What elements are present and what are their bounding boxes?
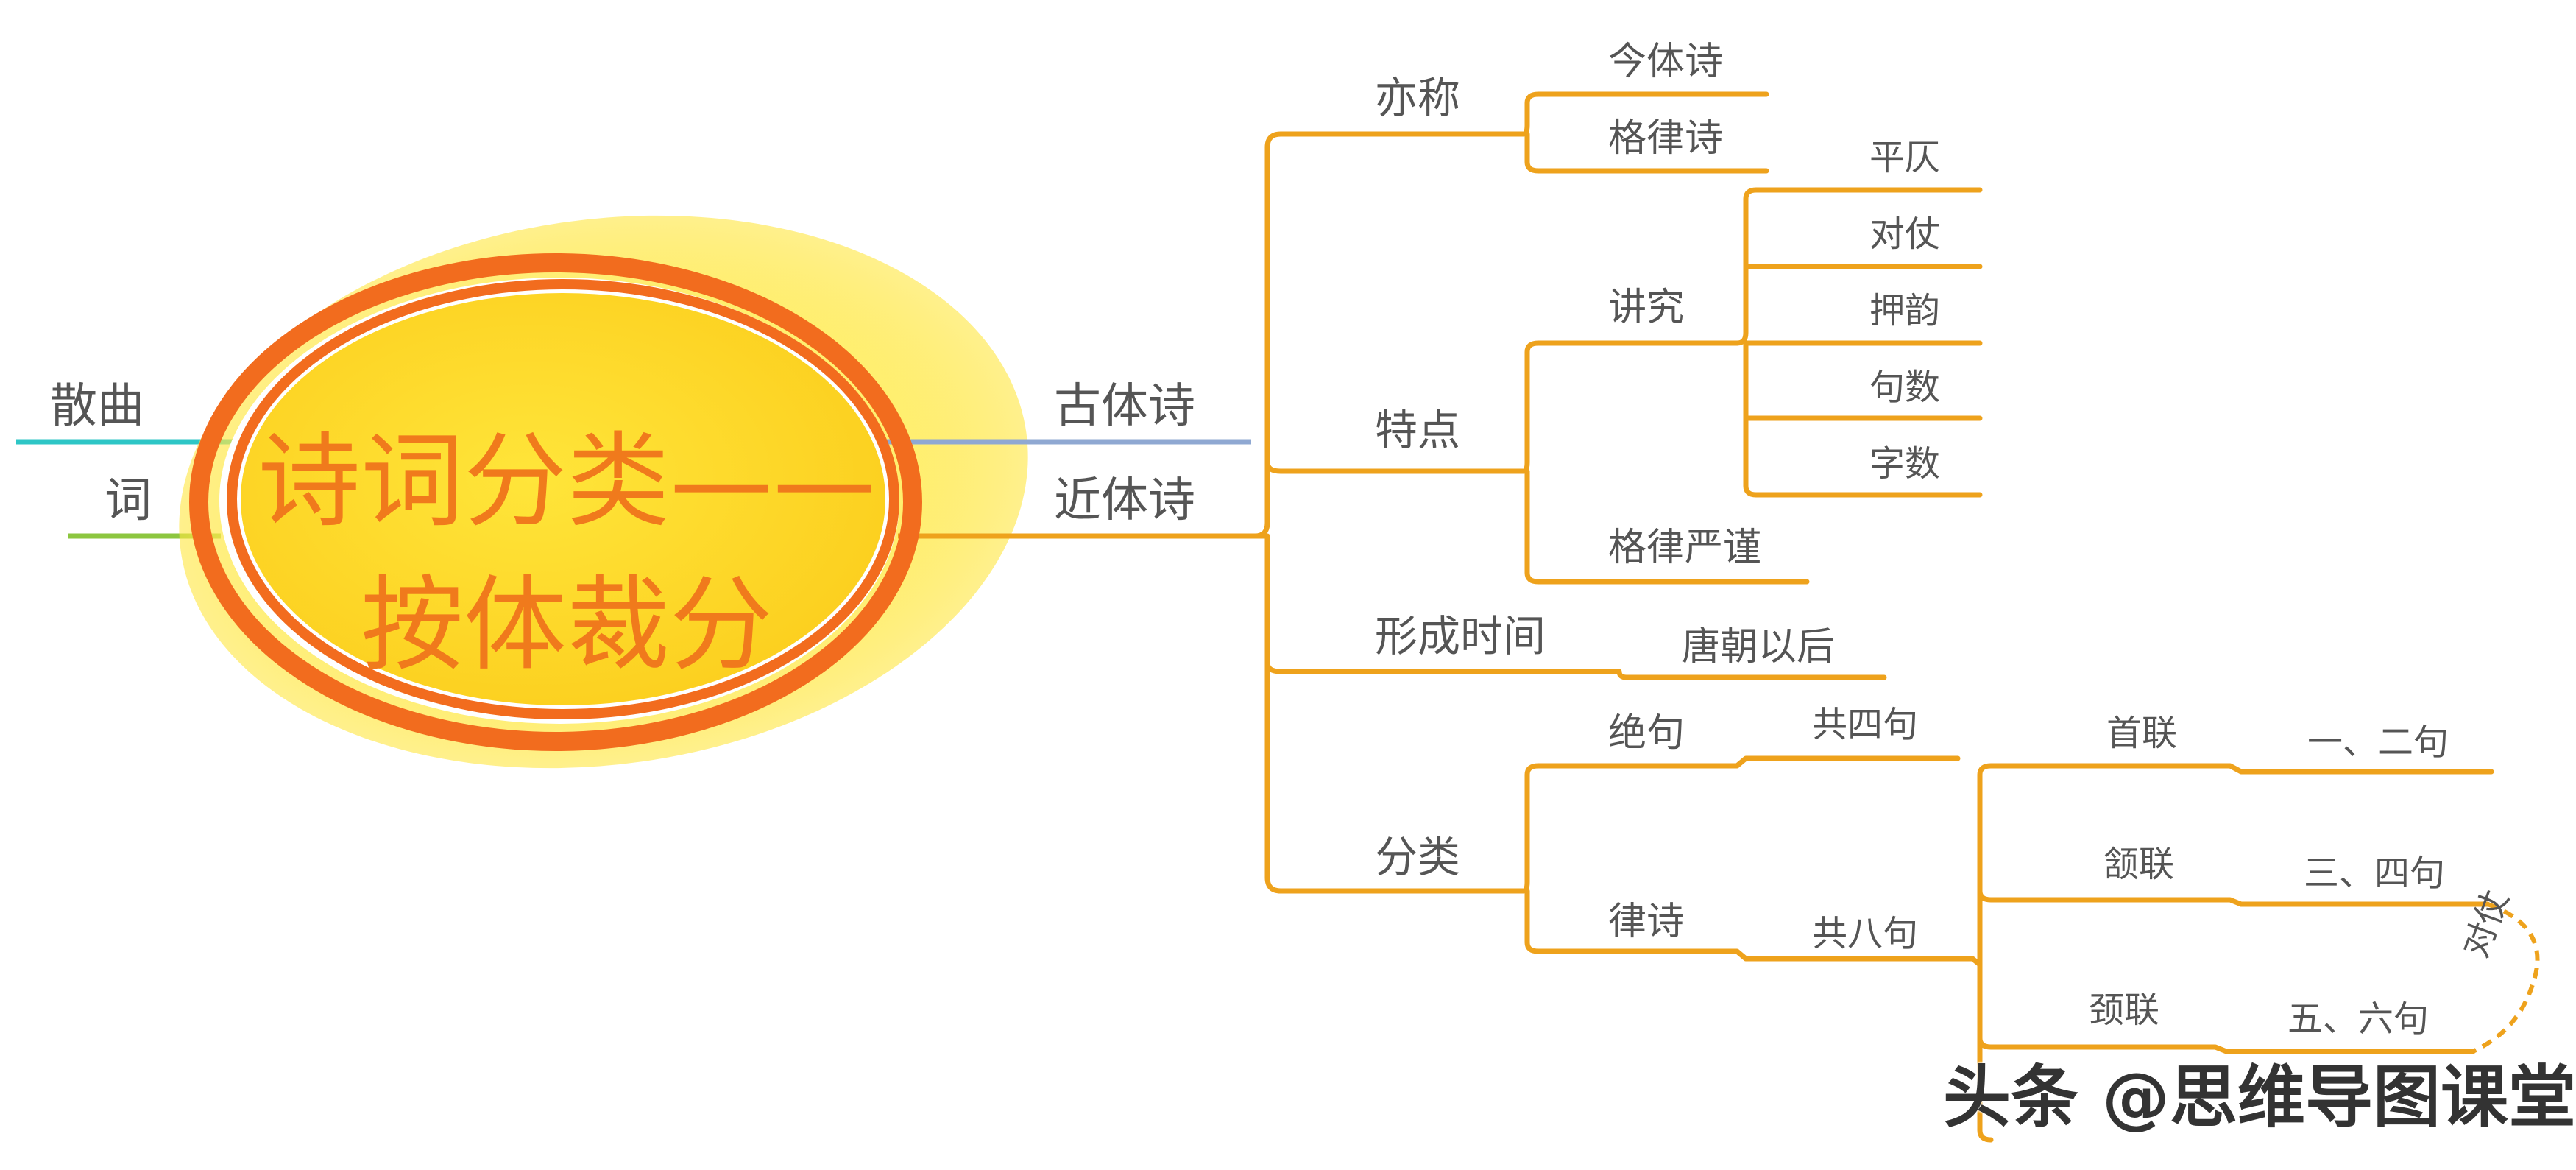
duizhang-brace xyxy=(2471,902,2540,1054)
pingze-label: 平仄 xyxy=(1869,137,1941,178)
gongbaju-label: 共八句 xyxy=(1812,913,1919,954)
zishu-label: 字数 xyxy=(1869,443,1941,484)
guti-label: 古体诗 xyxy=(1054,379,1195,434)
jiangjiu-label: 讲究 xyxy=(1608,286,1685,330)
center-outer-ring xyxy=(189,253,922,751)
yayun-label: 押韵 xyxy=(1869,290,1941,331)
jinti-shi-label: 今体诗 xyxy=(1608,40,1724,84)
sanqu-label: 散曲 xyxy=(50,379,144,434)
jueju-label: 绝句 xyxy=(1608,711,1685,755)
gelv-shi-label: 格律诗 xyxy=(1608,116,1724,161)
gongsiju-label: 共四句 xyxy=(1812,704,1919,745)
jinglian-label: 颈联 xyxy=(2089,990,2160,1031)
center-core xyxy=(241,293,885,705)
shoulian-label: 首联 xyxy=(2106,713,2178,754)
hanlian-label: 颔联 xyxy=(2103,844,2175,885)
shoulian-lines: 一、二句 xyxy=(2307,722,2449,763)
jinti-tree xyxy=(1252,91,2494,1143)
center-title-line1: 诗词分类—— xyxy=(258,422,877,542)
duizhang-label: 对仗 xyxy=(1869,214,1941,255)
jinti-label: 近体诗 xyxy=(1054,473,1195,528)
tedian-label: 特点 xyxy=(1375,405,1461,455)
lvshi-label: 律诗 xyxy=(1608,900,1685,944)
fenlei-label: 分类 xyxy=(1375,832,1461,882)
jinglian-lines: 五、六句 xyxy=(2287,998,2430,1040)
watermark: 头条 @思维导图课堂 xyxy=(1943,1058,2576,1137)
gelv-yanjin-label: 格律严谨 xyxy=(1608,526,1762,570)
ci-label: 词 xyxy=(105,473,152,528)
center-inner-ring xyxy=(227,279,899,719)
center-title-line2: 按体裁分 xyxy=(361,565,774,686)
jushu-label: 句数 xyxy=(1869,367,1941,408)
hanlian-lines: 三、四句 xyxy=(2304,853,2446,894)
tangchao-label: 唐朝以后 xyxy=(1682,625,1836,669)
yicheng-label: 亦称 xyxy=(1375,73,1461,123)
xingcheng-label: 形成时间 xyxy=(1375,611,1546,661)
